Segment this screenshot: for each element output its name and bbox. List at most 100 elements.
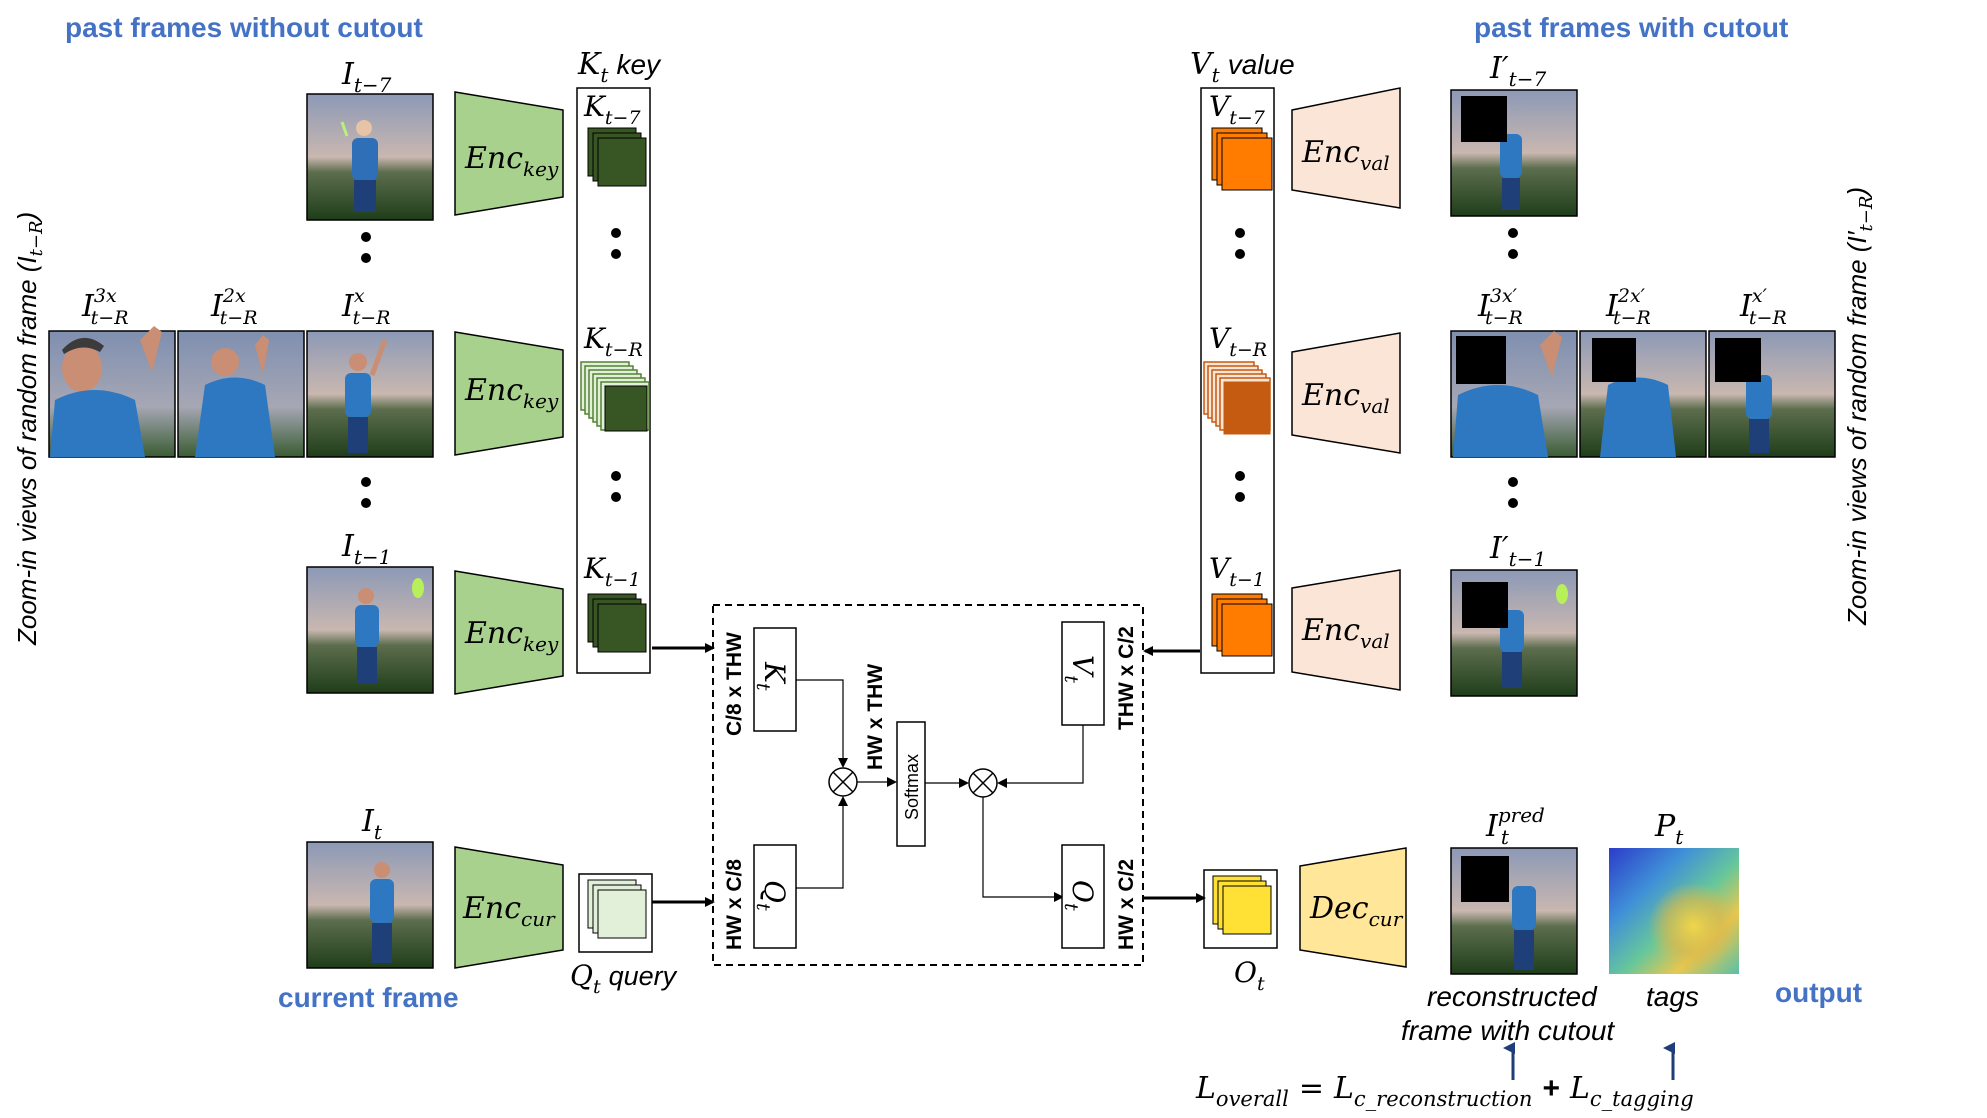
- frame-left-bottom: [306, 566, 434, 694]
- decoder-cur: Deccur: [1299, 847, 1407, 968]
- softmax-label: Softmax: [902, 754, 922, 820]
- encoder-key-mid: Enckey: [454, 331, 564, 456]
- reconstructed-caption-2: frame with cutout: [1401, 1015, 1615, 1046]
- encoder-val-top: Encval: [1291, 87, 1401, 209]
- svg-text:Encval: Encval: [1301, 135, 1390, 175]
- output-o-stack: [1212, 875, 1272, 935]
- attn-k-dim: C/8 x THW: [723, 632, 746, 736]
- encoder-cur: Enccur: [454, 846, 564, 969]
- key-stack-1: [580, 361, 650, 432]
- arrow-k-to-mult: [796, 679, 848, 768]
- encoder-key-top: Enckey: [454, 91, 564, 216]
- attn-k-box: [753, 627, 797, 732]
- frame-right-zoom2-label: I2x′t−R: [1605, 285, 1651, 329]
- dots-key-1: [611, 228, 621, 259]
- svg-text:Enckey: Enckey: [464, 141, 559, 181]
- zoom-label-right: Zoom-in views of random frame (I′t−R): [1842, 187, 1877, 626]
- arrow-v-to-mult2: [997, 725, 1084, 788]
- frame-right-zoom3: [1450, 330, 1578, 458]
- query-box: [578, 873, 653, 953]
- arrow-mult2-to-o: [982, 797, 1064, 902]
- dots-value-1: [1235, 228, 1245, 259]
- frame-right-bottom-label: I′t−1: [1489, 531, 1546, 571]
- attn-q-label: Qt: [752, 880, 791, 911]
- encoder-key-bottom: Enckey: [454, 570, 564, 695]
- frame-right-zoom3-label: I3x′t−R: [1477, 285, 1523, 329]
- key-entry-0: Kt−7: [583, 90, 641, 129]
- frame-right-zoom1-label: Ix′t−R: [1739, 285, 1787, 329]
- softmax-box: [896, 721, 926, 847]
- key-entry-2: Kt−1: [583, 552, 641, 591]
- label-past-without-cutout: past frames without cutout: [65, 12, 423, 43]
- output-o-label: Ot: [1234, 956, 1265, 995]
- frame-right-top: [1450, 89, 1578, 217]
- attn-q-dim: HW x C/8: [723, 859, 746, 950]
- value-stack-1: [1203, 361, 1271, 435]
- attn-q-box: [753, 844, 797, 949]
- attn-o-dim: HW x C/2: [1115, 859, 1138, 950]
- frame-right-zoom2: [1579, 330, 1707, 458]
- frame-left-zoom1: [306, 330, 434, 458]
- encoder-val-bottom: Encval: [1291, 569, 1401, 691]
- frame-left-top-label: It−7: [341, 57, 392, 97]
- attn-o-label: Ot: [1060, 880, 1099, 911]
- svg-text:Deccur: Deccur: [1309, 891, 1404, 931]
- attn-o-box: [1061, 844, 1105, 949]
- attn-v-dim: THW x C/2: [1115, 626, 1138, 730]
- key-entry-1: Kt−R: [583, 322, 643, 361]
- frame-right-bottom: [1450, 569, 1578, 697]
- svg-text:Enccur: Enccur: [462, 891, 556, 931]
- frame-current-label: It: [361, 804, 383, 844]
- reconstructed-caption-1: reconstructed: [1427, 981, 1598, 1012]
- dots-value-2: [1235, 471, 1245, 502]
- query-stack: [587, 879, 647, 939]
- multiply-node-1: [828, 767, 858, 797]
- frame-left-zoom2: [177, 330, 305, 458]
- key-memory-column: [576, 87, 651, 674]
- dots-key-2: [611, 471, 621, 502]
- multiply-node-2: [968, 768, 998, 798]
- attn-v-box: [1061, 621, 1105, 726]
- frame-predicted: [1450, 847, 1578, 975]
- value-entry-0: Vt−7: [1209, 90, 1266, 129]
- svg-text:Encval: Encval: [1301, 378, 1390, 418]
- encoder-val-mid: Encval: [1291, 332, 1401, 454]
- key-stack-0: [587, 127, 647, 187]
- value-entry-1: Vt−R: [1209, 322, 1267, 361]
- tags-caption: tags: [1646, 981, 1699, 1012]
- tags-heatmap: [1609, 848, 1739, 974]
- frame-left-bottom-label: It−1: [341, 529, 391, 569]
- frame-right-top-label: I′t−7: [1489, 51, 1546, 91]
- svg-text:Enckey: Enckey: [464, 373, 559, 413]
- dots-right-frames: [1508, 228, 1518, 508]
- attn-v-label: Vt: [1060, 655, 1099, 683]
- value-memory-column: [1200, 87, 1275, 674]
- label-current-frame: current frame: [278, 982, 459, 1013]
- attn-kq-dim: HW x THW: [864, 664, 887, 770]
- loss-formula: Loverall=Lc_reconstruction+Lc_tagging: [1195, 1071, 1694, 1111]
- label-past-with-cutout: past frames with cutout: [1474, 12, 1788, 43]
- frame-current: [306, 841, 434, 969]
- value-entry-2: Vt−1: [1209, 552, 1265, 591]
- value-stack-2: [1211, 593, 1273, 657]
- output-o-box: [1203, 869, 1278, 949]
- frame-left-top: [306, 93, 434, 221]
- frame-left-zoom3: [48, 326, 176, 458]
- svg-text:Enckey: Enckey: [464, 616, 559, 656]
- svg-text:Encval: Encval: [1301, 613, 1390, 653]
- attn-k-label: Kt: [752, 661, 791, 691]
- value-stack-0: [1211, 127, 1273, 191]
- key-stack-2: [587, 593, 647, 653]
- zoom-label-left: Zoom-in views of random frame (It−R): [12, 212, 47, 646]
- tags-heatmap-label: Pt: [1654, 809, 1684, 849]
- frame-right-zoom1: [1708, 330, 1836, 458]
- dots-left-frames: [361, 232, 371, 508]
